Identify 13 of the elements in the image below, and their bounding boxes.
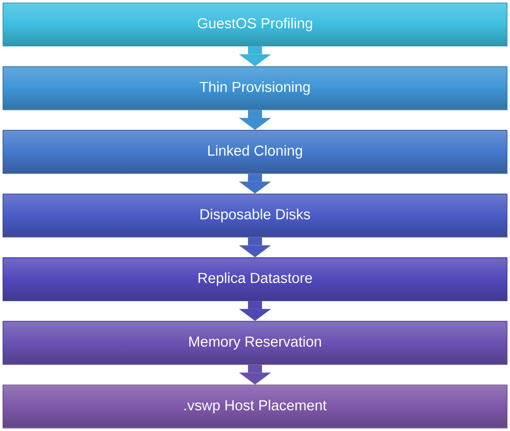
process-box: Thin Provisioning — [2, 66, 508, 110]
process-box: .vswp Host Placement — [2, 384, 508, 428]
arrow — [239, 364, 271, 385]
process-box: Replica Datastore — [2, 257, 508, 302]
arrow — [239, 237, 271, 258]
arrow — [239, 110, 271, 130]
arrow — [239, 46, 271, 66]
arrow — [239, 174, 271, 194]
process-box: GuestOS Profiling — [2, 2, 508, 46]
process-box: Disposable Disks — [2, 194, 508, 238]
arrow — [239, 301, 271, 321]
process-box: Linked Cloning — [2, 130, 508, 174]
process-box: Memory Reservation — [2, 320, 508, 365]
